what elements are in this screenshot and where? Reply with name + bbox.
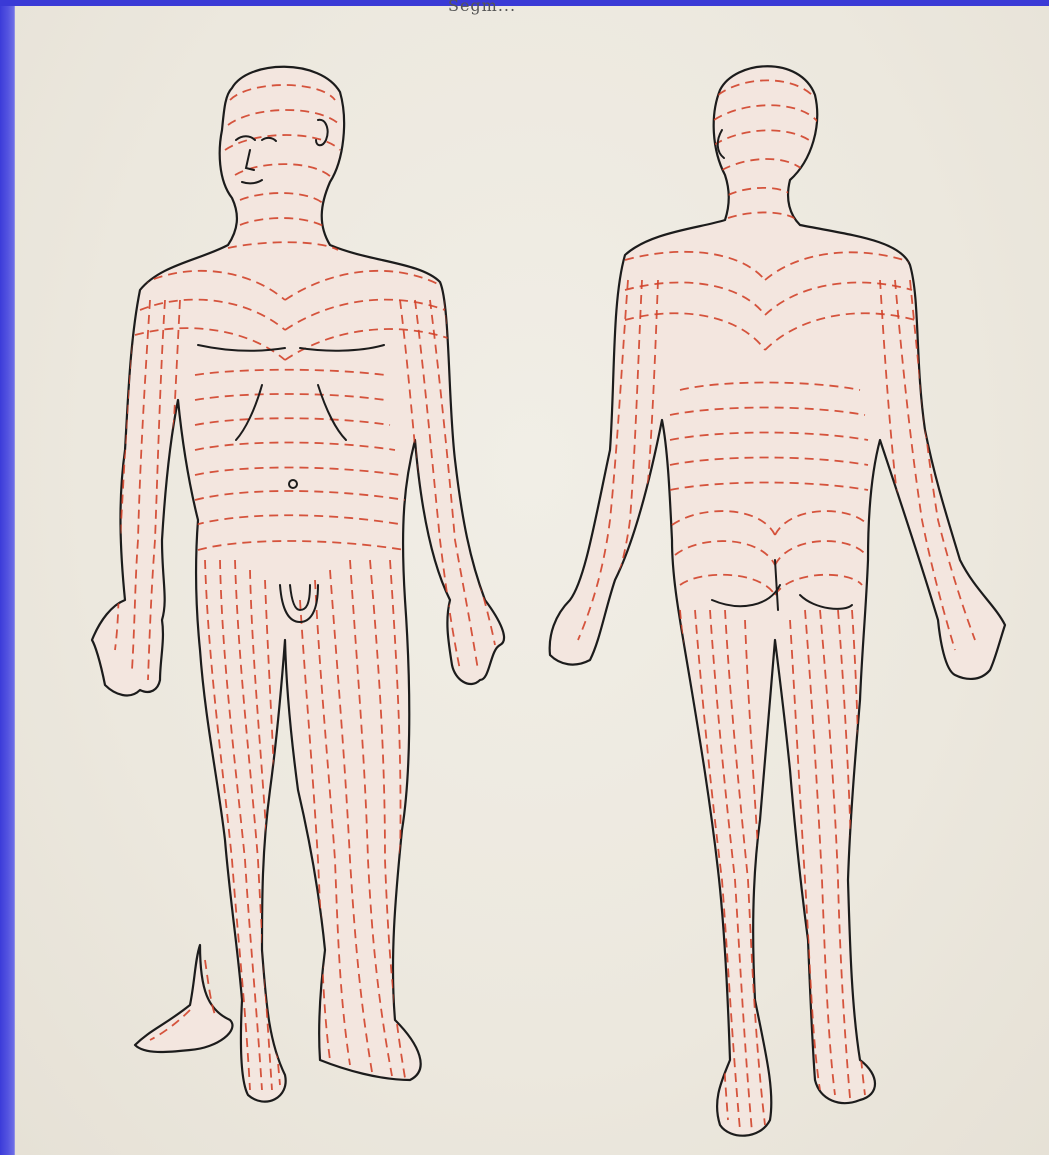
front-body-figure-icon [92,67,504,1102]
back-body-figure-icon [550,66,1005,1135]
